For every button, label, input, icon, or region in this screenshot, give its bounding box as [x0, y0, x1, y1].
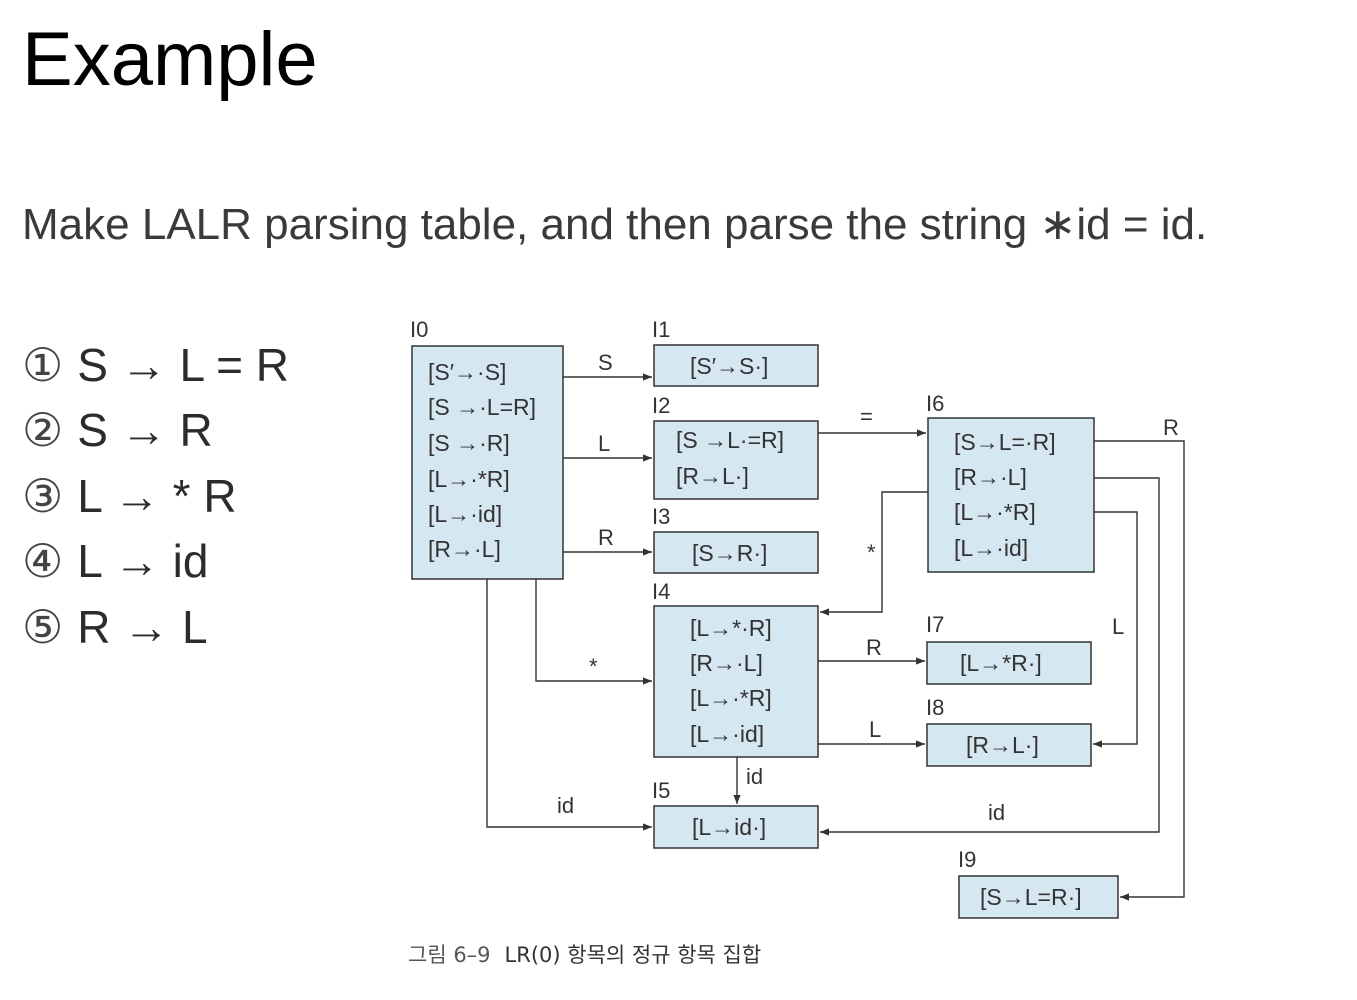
rule-text: S → R: [77, 404, 213, 457]
edge-I6-I8: [1093, 511, 1138, 748]
lr-item: [S →L·=R]: [676, 427, 784, 453]
lr-item: [S→L=R·]: [980, 884, 1082, 910]
edge-label: R: [866, 635, 882, 660]
edge-label: R: [1163, 415, 1179, 440]
page-title: Example: [22, 17, 318, 102]
rule-text: L → * R: [77, 469, 237, 522]
rule-number: ②: [22, 403, 64, 458]
state-label: I0: [410, 317, 428, 342]
state-label: I6: [926, 391, 944, 416]
edge-label: L: [1112, 614, 1124, 639]
lr-item: [R→L·]: [966, 732, 1039, 758]
edge-label: *: [867, 540, 876, 565]
state-I5: I5 [L→id·]: [652, 778, 819, 849]
state-label: I5: [652, 778, 670, 803]
edge-I6-I5: [820, 477, 1160, 836]
figure-caption: 그림 6–9 LR(0) 항목의 정규 항목 집합: [408, 943, 761, 967]
edge-label: L: [598, 431, 610, 456]
state-label: I7: [926, 612, 944, 637]
lr-item: [S →·R]: [428, 430, 510, 456]
state-label: I9: [958, 847, 976, 872]
lr-item: [R→·L]: [690, 650, 763, 676]
edge-label: *: [589, 654, 598, 679]
lr-item: [L→·*R]: [954, 499, 1036, 525]
edge-I6-I4: [820, 491, 928, 616]
edge-label: R: [598, 525, 614, 550]
task-description: Make LALR parsing table, and then parse …: [22, 200, 1208, 249]
lr-item: [S′→S·]: [690, 353, 768, 379]
lr-item: [R→L·]: [676, 463, 749, 489]
lr-item: [L→·*R]: [690, 685, 772, 711]
state-box: [653, 420, 819, 500]
state-box: [926, 723, 1092, 767]
lr-item: [S →·L=R]: [428, 394, 536, 420]
edge-I0-I4: [535, 579, 652, 685]
rule-number: ④: [22, 534, 64, 589]
caption-text: LR(0) 항목의 정규 항목 집합: [505, 943, 762, 967]
lr-item: [L→·*R]: [428, 466, 510, 492]
state-label: I1: [652, 317, 670, 342]
lr-item: [S→L=·R]: [954, 429, 1056, 455]
edge-label: =: [860, 404, 873, 429]
lr-item: [L→*·R]: [690, 615, 772, 641]
state-box: [653, 805, 819, 849]
state-I1: I1 [S′→S·]: [652, 317, 819, 387]
state-label: I3: [652, 504, 670, 529]
edge-label: id: [557, 793, 574, 818]
lr-item: [L→·id]: [954, 535, 1028, 561]
lr-item: [L→·id]: [428, 501, 502, 527]
state-label: I4: [652, 579, 670, 604]
state-box: [927, 417, 1095, 573]
rule-number: ⑤: [22, 599, 64, 654]
state-label: I8: [926, 695, 944, 720]
state-box: [653, 344, 819, 387]
edge-label: id: [988, 800, 1005, 825]
state-I0: I0 [S′→·S] [S →·L=R] [S →·R] [L→·*R] [L→…: [410, 317, 564, 580]
rule-text: L → id: [77, 535, 209, 588]
lr-item: [L→·id]: [690, 721, 764, 747]
edge-label: S: [598, 350, 613, 375]
state-box: [926, 641, 1092, 685]
lr-item: [S′→·S]: [428, 359, 506, 385]
edge-label: L: [869, 717, 881, 742]
lr-item: [L→id·]: [692, 814, 766, 840]
state-I9: I9 [S→L=R·]: [958, 847, 1119, 919]
caption-label: 그림 6–9: [408, 943, 491, 967]
rule-number: ③: [22, 468, 64, 523]
state-I2: I2 [S →L·=R] [R→L·]: [652, 393, 819, 500]
rule-number: ①: [22, 337, 64, 392]
rule-text: S → L = R: [77, 338, 290, 391]
state-I3: I3 [S→R·]: [652, 504, 819, 574]
state-I6: I6 [S→L=·R] [R→·L] [L→·*R] [L→·id]: [926, 391, 1095, 573]
edge-I6-I9: [1094, 440, 1185, 901]
state-box: [958, 875, 1119, 919]
edge-I0-I5: [486, 579, 652, 831]
state-I7: I7 [L→*R·]: [926, 612, 1092, 685]
lr-item: [R→·L]: [428, 536, 501, 562]
lr-item: [L→*R·]: [960, 650, 1042, 676]
state-label: I2: [652, 393, 670, 418]
lr-item: [S→R·]: [692, 540, 767, 566]
rule-text: R → L: [77, 600, 208, 653]
state-I8: I8 [R→L·]: [926, 695, 1092, 767]
edge-label: id: [746, 764, 763, 789]
state-box: [653, 605, 819, 758]
state-box: [411, 345, 564, 580]
state-I4: I4 [L→*·R] [R→·L] [L→·*R] [L→·id]: [652, 579, 819, 758]
state-box: [653, 531, 819, 574]
lr-item: [R→·L]: [954, 464, 1027, 490]
